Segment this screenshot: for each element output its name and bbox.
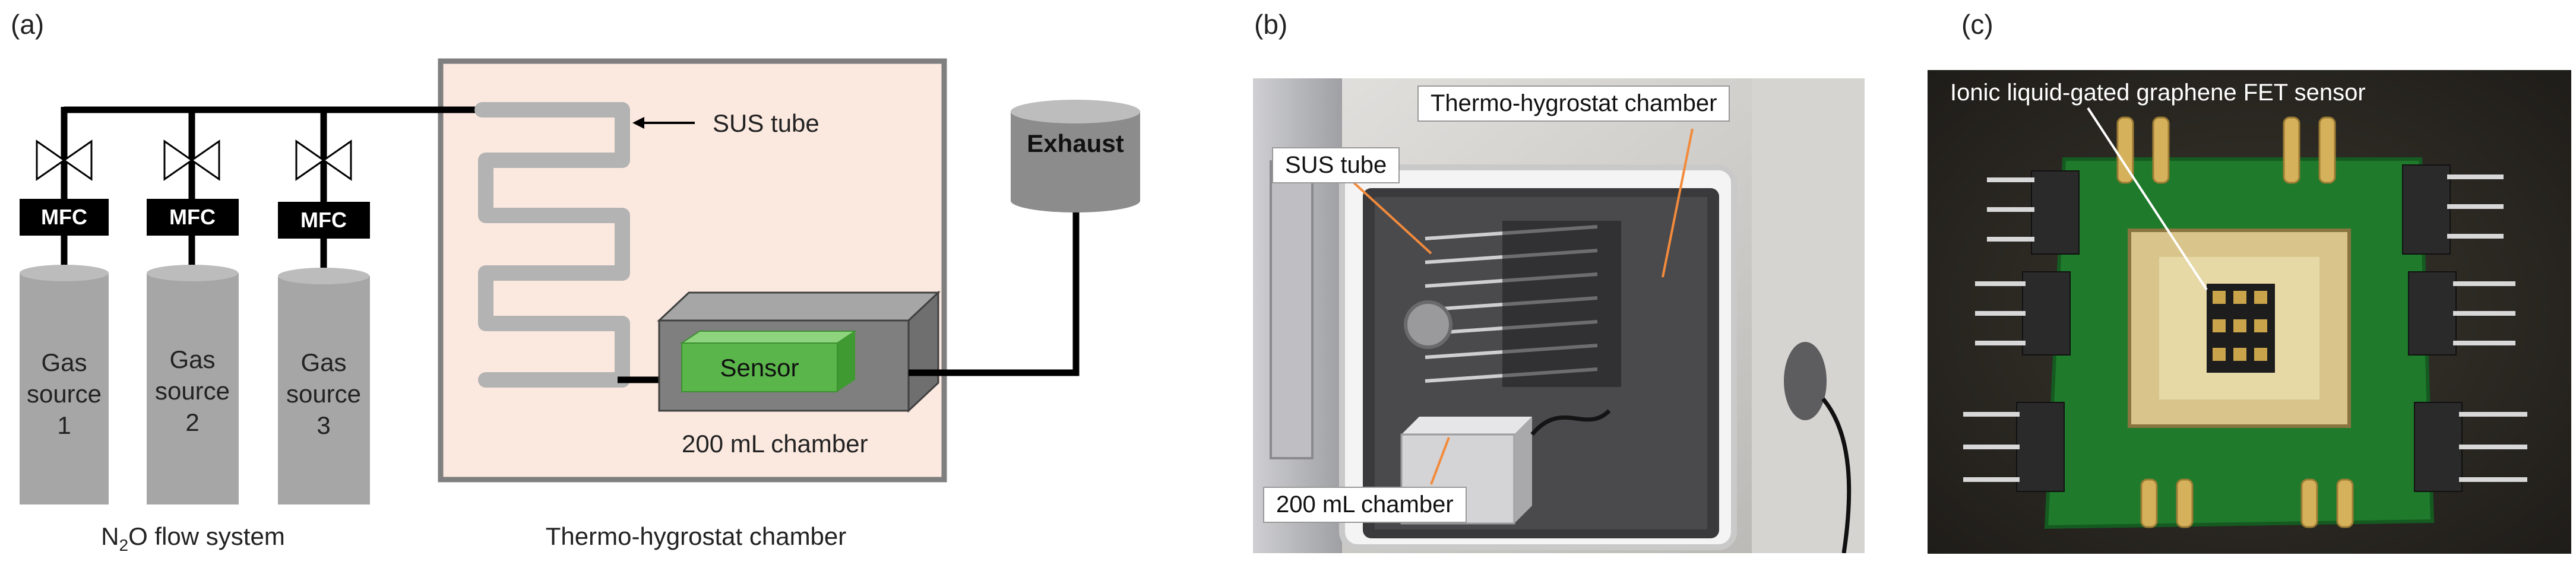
sensor-board-photo xyxy=(1928,70,2571,554)
valve-icon-3 xyxy=(295,139,352,181)
panel-b-label: (b) xyxy=(1254,9,1288,40)
sensor-front xyxy=(681,342,838,392)
gas-source-1-line3: 1 xyxy=(57,411,71,439)
flow-system-caption: N2O flow system xyxy=(101,522,285,554)
gas-source-1-line2: source xyxy=(27,380,102,408)
exhaust-label: Exhaust xyxy=(1027,129,1124,157)
panel-a-label: (a) xyxy=(11,9,45,40)
chamber-photo xyxy=(1253,78,1865,553)
valve-icon-2 xyxy=(163,139,220,181)
mfc-label-3: MFC xyxy=(300,208,347,232)
sensor-pointer-arrow xyxy=(2087,107,2208,291)
exhaust-line xyxy=(909,211,1080,376)
panel-a-diagram: MFC MFC MFC Gas source 1 Gas source 2 Ga… xyxy=(20,58,1140,554)
sensor-board-title: Ionic liquid-gated graphene FET sensor xyxy=(1950,80,2366,106)
sensor-side xyxy=(837,331,855,392)
chamber-caption: Thermo-hygrostat chamber xyxy=(546,522,847,550)
small-chamber-label: 200 mL chamber xyxy=(682,430,868,458)
gas-cylinder-1 xyxy=(20,265,109,504)
gas-source-2-line2: source xyxy=(155,377,230,405)
gas-source-3-line2: source xyxy=(286,380,361,408)
mfc-label-2: MFC xyxy=(169,205,216,229)
gas-cylinder-3 xyxy=(278,268,370,504)
gas-source-3-line1: Gas xyxy=(300,348,346,376)
sensor-label: Sensor xyxy=(720,354,799,382)
mfc-box-3 xyxy=(278,202,370,239)
callout-thermo-hygrostat-chamber: Thermo-hygrostat chamber xyxy=(1417,85,1730,122)
callout-200ml-chamber: 200 mL chamber xyxy=(1263,487,1467,523)
sus-tube-label: SUS tube xyxy=(713,109,819,137)
small-chamber-top xyxy=(657,291,941,322)
mfc-box-2 xyxy=(147,199,239,236)
sus-tube xyxy=(474,102,630,388)
gas-cylinder-2 xyxy=(147,265,239,504)
gas-source-2-line1: Gas xyxy=(169,345,215,373)
mfc-label-1: MFC xyxy=(41,205,87,229)
callout-sus-tube: SUS tube xyxy=(1272,147,1400,183)
gas-source-1-line1: Gas xyxy=(41,348,87,376)
gas-source-3-line3: 3 xyxy=(317,411,330,439)
exhaust-cylinder xyxy=(1011,100,1140,212)
sensor-top xyxy=(679,331,857,344)
gas-source-2-line3: 2 xyxy=(185,408,199,436)
panel-c-label: (c) xyxy=(1961,9,1993,40)
valve-icon-1 xyxy=(36,139,93,181)
mfc-box-1 xyxy=(20,199,109,236)
